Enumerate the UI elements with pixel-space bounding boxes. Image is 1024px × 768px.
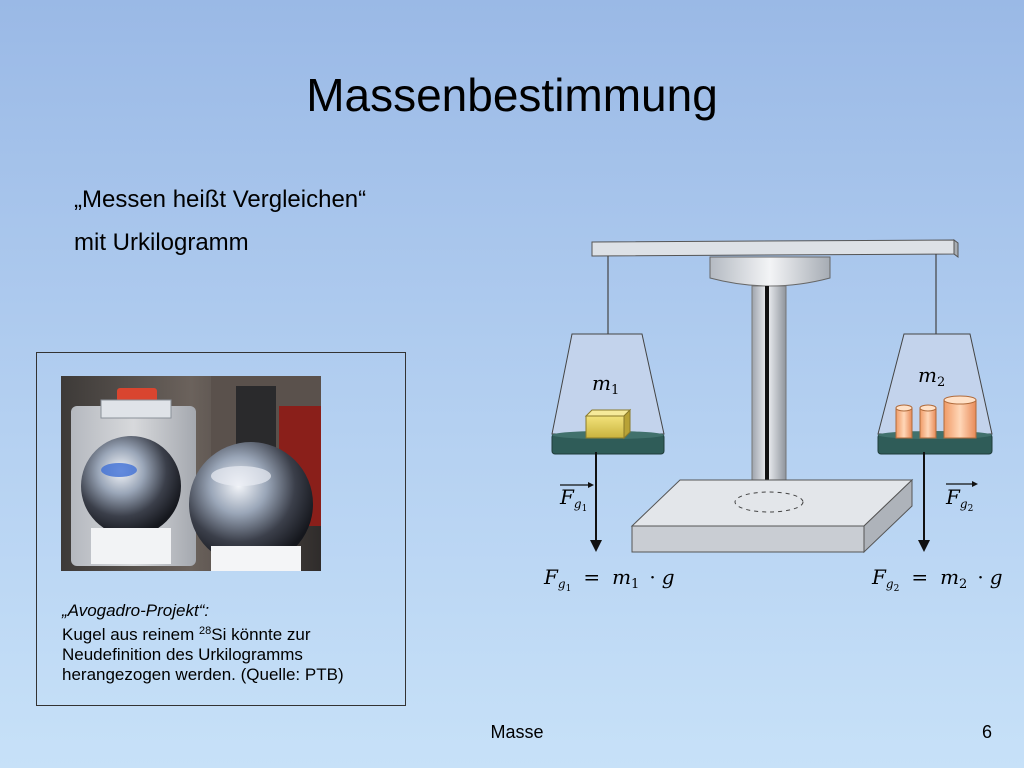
caption-line-2-rest: Si könnte zur <box>211 625 311 644</box>
photo-caption: „Avogadro-Projekt“: Kugel aus reinem 28S… <box>62 601 344 685</box>
balance-base <box>630 478 914 554</box>
caption-line-2: Kugel aus reinem 28Si könnte zur <box>62 621 344 645</box>
caption-line-3: Neudefinition des Urkilogramms <box>62 645 303 664</box>
footer-topic: Masse <box>490 722 544 742</box>
equation-right: Fg2=m2·g <box>871 565 1003 594</box>
caption-heading: „Avogadro-Projekt“: <box>62 601 210 620</box>
balance-scale-diagram: m1 m2 Fg1 Fg2 Fg1=m1·g Fg2=m2·g <box>543 239 1003 594</box>
right-force-arrow <box>918 452 930 552</box>
page-number: 6 <box>981 722 992 742</box>
equation-left: Fg1=m1·g <box>543 565 675 594</box>
subtitle-line-2: mit Urkilogramm <box>74 229 249 256</box>
force-label-fg1: Fg1 <box>559 482 594 514</box>
photo-frame: „Avogadro-Projekt“: Kugel aus reinem 28S… <box>36 352 406 706</box>
mass-label-m2: m2 <box>918 363 945 390</box>
subtitle-line-1: „Messen heißt Vergleichen“ <box>74 186 367 213</box>
svg-text:Fg1: Fg1 <box>559 485 587 514</box>
caption-line-2-text: Kugel aus reinem <box>62 625 200 644</box>
force-label-fg2: Fg2 <box>945 481 978 514</box>
right-pan <box>877 333 993 455</box>
svg-text:Fg2: Fg2 <box>945 485 973 514</box>
left-force-arrow <box>590 452 602 552</box>
balance-beam <box>591 239 959 258</box>
avogadro-sphere-photo <box>61 376 321 571</box>
left-pan <box>551 333 665 455</box>
balance-column <box>709 256 831 503</box>
mass-label-m1: m1 <box>592 371 619 398</box>
slide-title: Massenbestimmung <box>306 69 718 121</box>
isotope-number: 28 <box>199 625 212 637</box>
caption-line-4: herangezogen werden. (Quelle: PTB) <box>62 665 344 684</box>
